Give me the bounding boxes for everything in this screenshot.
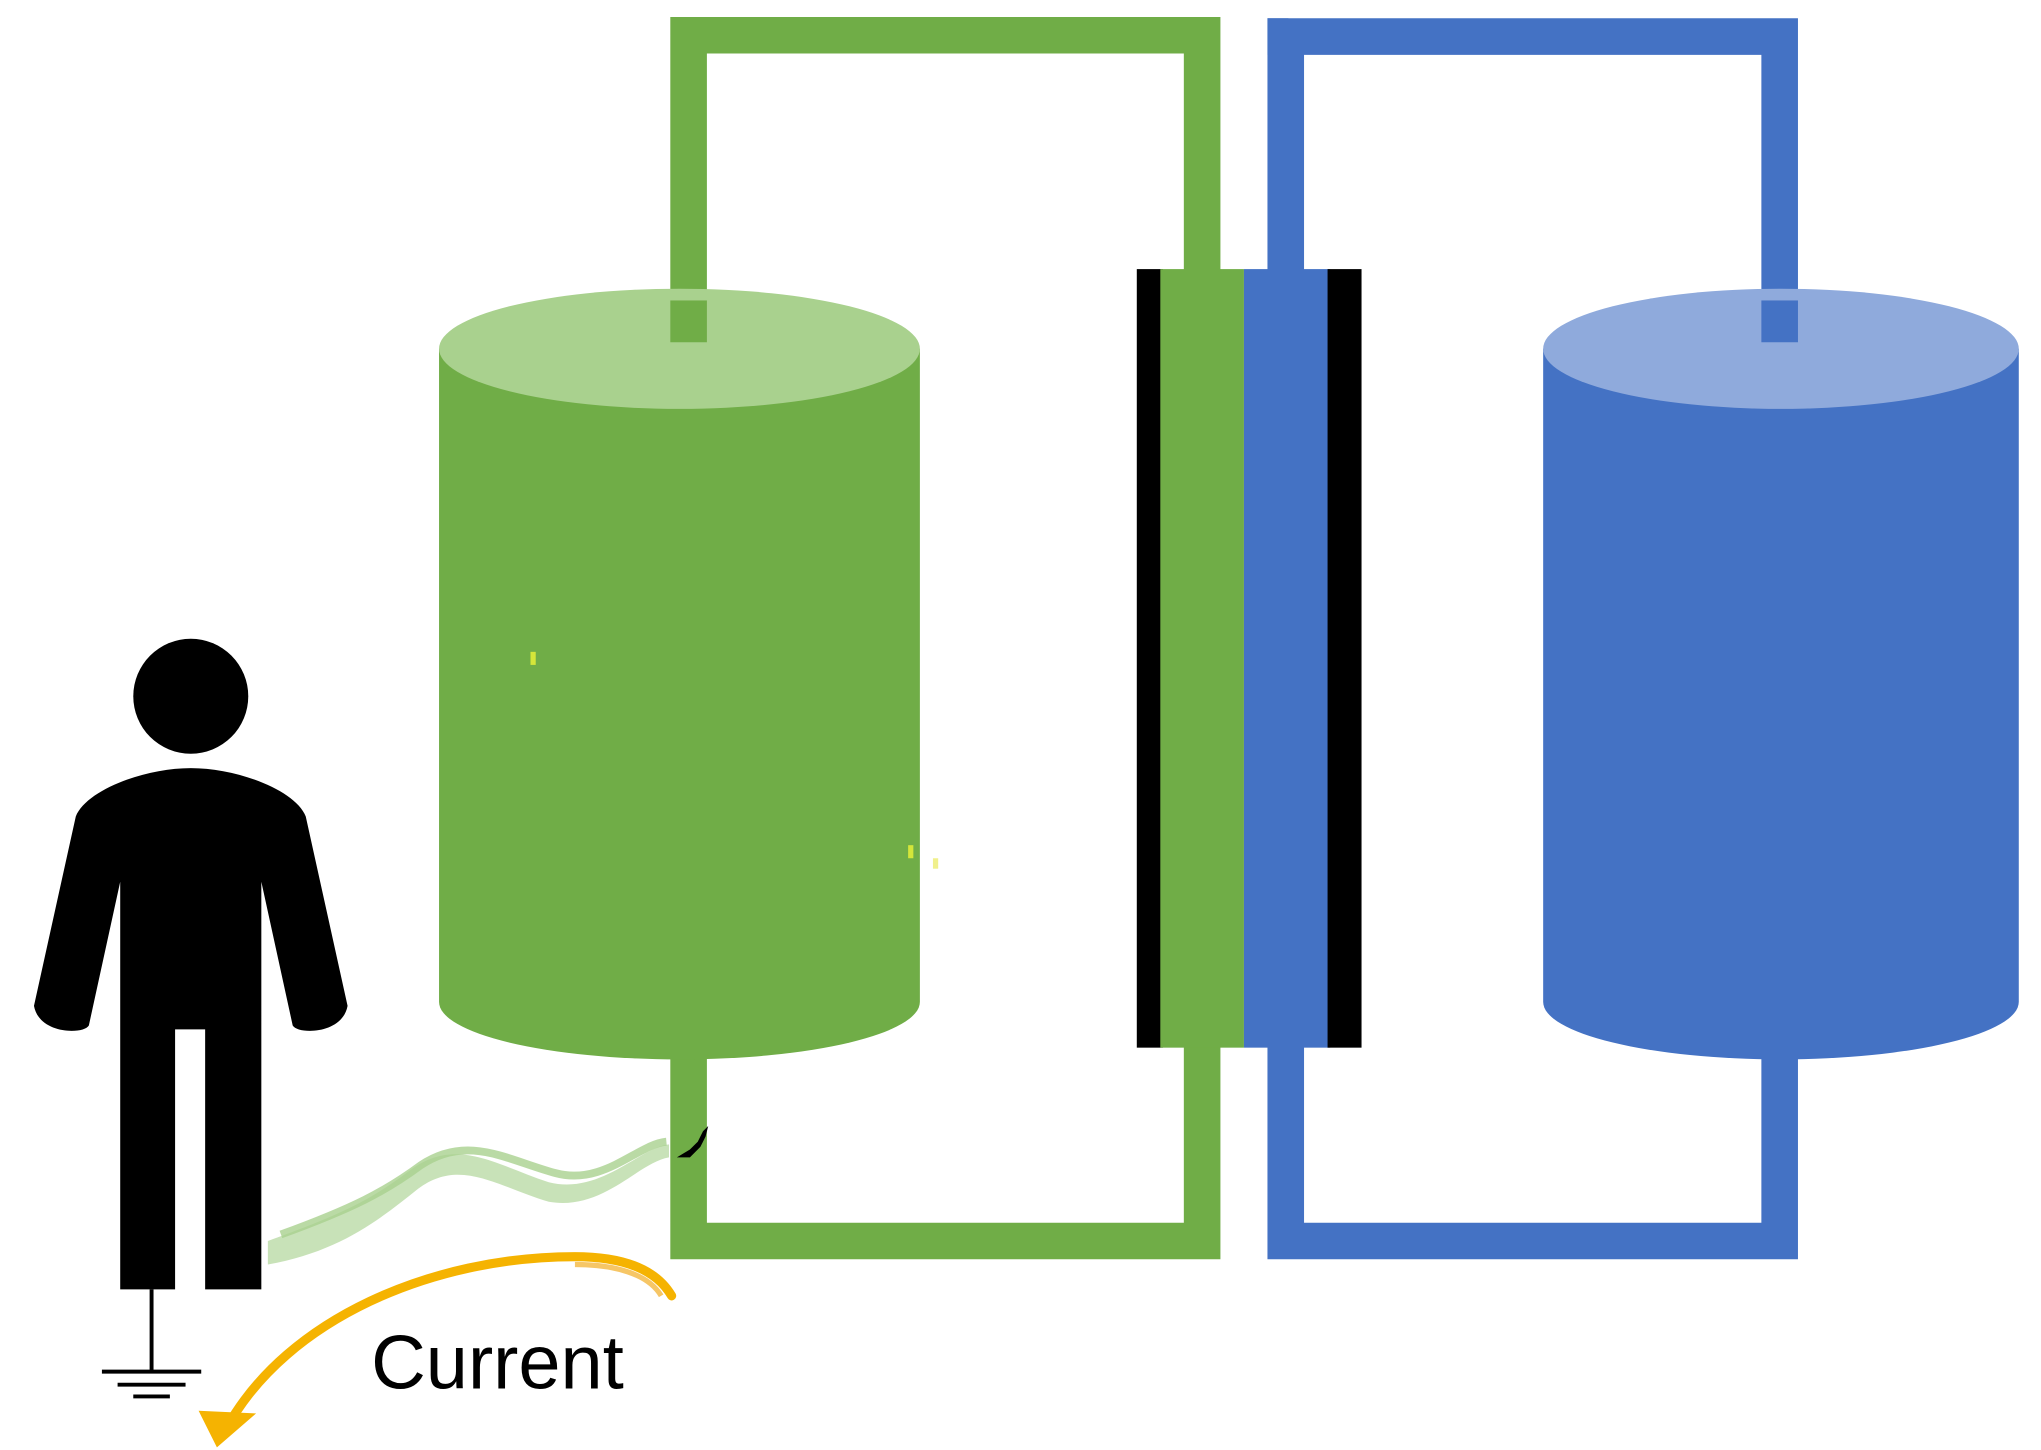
cell-stack: [1136, 269, 1362, 1048]
green-top-pipe: [670, 16, 1221, 340]
person-icon: [33, 638, 348, 1290]
green-bottom-pipe: [670, 1045, 1221, 1260]
blue-half-cell: [1243, 269, 1331, 1048]
curved-arrow-icon: [198, 1252, 677, 1448]
blue-circuit: [1267, 18, 2019, 1260]
green-tank: [439, 288, 939, 1060]
current-label: Current: [371, 1321, 624, 1406]
ground-icon: [101, 1289, 202, 1399]
left-end-plate: [1136, 269, 1163, 1048]
blue-top-pipe: [1267, 18, 1798, 340]
right-end-plate: [1327, 269, 1362, 1048]
blue-tank: [1543, 288, 2019, 1060]
blue-bottom-pipe: [1267, 1045, 1798, 1260]
electrolyte-leak: [267, 1126, 709, 1265]
pipe-crack: [676, 1126, 709, 1158]
green-circuit: [439, 16, 1221, 1260]
green-half-cell: [1160, 269, 1244, 1048]
